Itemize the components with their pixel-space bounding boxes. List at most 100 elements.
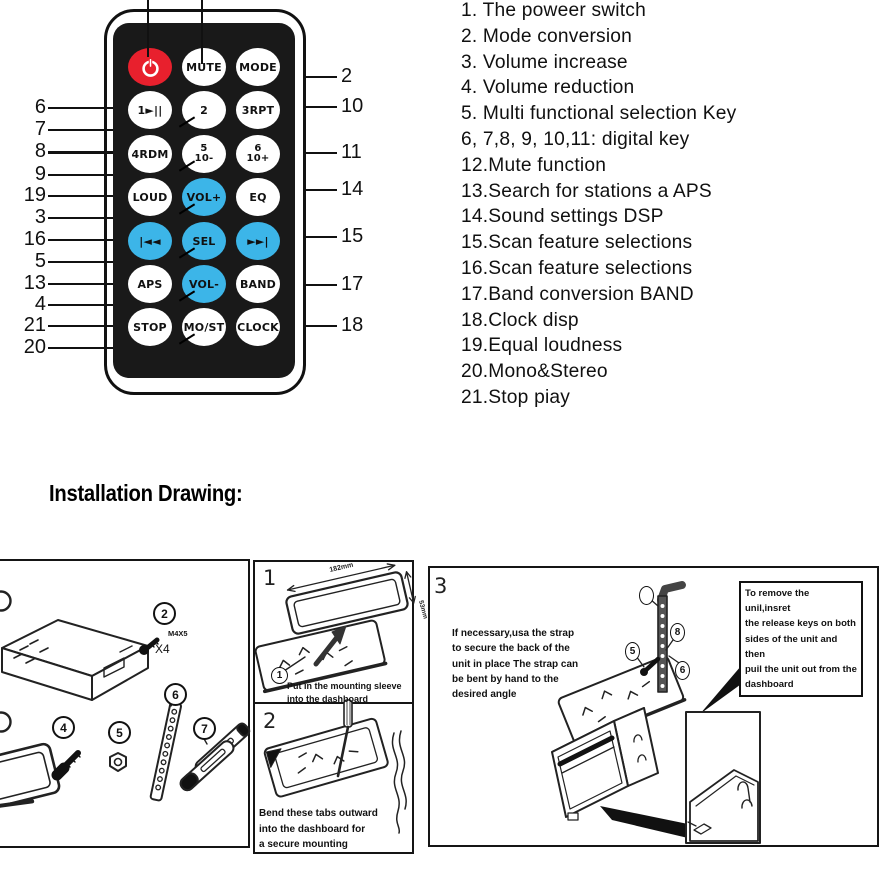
list-item: 20.Mono&Stereo bbox=[461, 361, 608, 383]
callout-line bbox=[48, 151, 113, 154]
inset-detail-drawing bbox=[687, 769, 759, 842]
remote-button-1-play-pause[interactable]: 1►|| bbox=[128, 91, 172, 129]
removal-note-box: To remove the unil,insret the release ke… bbox=[739, 581, 863, 698]
bezel-frame-drawing bbox=[0, 742, 61, 816]
button-label: 4RDM bbox=[131, 147, 169, 161]
screw-qty-label: X4 bbox=[155, 642, 170, 656]
step1-callout-1: 1 bbox=[271, 667, 288, 684]
remote-button-sel[interactable]: SEL bbox=[182, 222, 226, 260]
callout-line bbox=[48, 304, 113, 306]
callout-line bbox=[303, 236, 337, 238]
step2-panel bbox=[253, 702, 414, 854]
parts-panel bbox=[0, 559, 250, 848]
callout-number: 15 bbox=[341, 225, 364, 247]
remote-button-clock[interactable]: CLOCK bbox=[236, 308, 280, 346]
callout-line bbox=[48, 325, 113, 327]
step2-caption: Bend these tabs outward into the dashboa… bbox=[259, 808, 378, 850]
callout-number: 21 bbox=[23, 314, 46, 336]
callout-number: 13 bbox=[23, 272, 46, 294]
button-label: APS bbox=[137, 277, 163, 291]
button-label: 5 10- bbox=[194, 142, 214, 164]
part-callout-5: 5 bbox=[108, 721, 131, 744]
screwdriver-drawing bbox=[336, 699, 353, 778]
callout-line bbox=[303, 106, 337, 108]
cut-callout-circle bbox=[0, 711, 12, 733]
callout-number: 3 bbox=[34, 206, 46, 228]
remote-button-vol-plus[interactable]: VOL+ bbox=[182, 178, 226, 216]
list-item: 16.Scan feature selections bbox=[461, 257, 693, 279]
button-label: MO/ST bbox=[183, 320, 225, 334]
button-label: VOL+ bbox=[186, 190, 222, 204]
button-label: SEL bbox=[192, 234, 216, 248]
step3-callout-5: 5 bbox=[625, 642, 640, 661]
list-item: 21.Stop piay bbox=[461, 386, 571, 408]
strap-drawing bbox=[149, 698, 184, 802]
dim-width-label: 182mm bbox=[329, 562, 354, 574]
callout-line-mute bbox=[201, 0, 203, 64]
dashboard-frame-drawing bbox=[285, 563, 416, 635]
list-item: 18.Clock disp bbox=[461, 309, 579, 331]
callout-number: 9 bbox=[34, 163, 46, 185]
screw-spec-label: M4X5 bbox=[168, 629, 188, 638]
remote-button-4-rdm[interactable]: 4RDM bbox=[128, 135, 172, 173]
remote-button-5-10minus[interactable]: 5 10- bbox=[182, 135, 226, 173]
list-item: 15.Scan feature selections bbox=[461, 232, 693, 254]
callout-number: 7 bbox=[34, 118, 46, 140]
bolt-drawing bbox=[51, 750, 81, 781]
dashboard-profile-drawing bbox=[391, 730, 407, 834]
callout-number: 14 bbox=[341, 178, 364, 200]
list-item: 12.Mute function bbox=[461, 154, 607, 176]
button-label: EQ bbox=[249, 190, 267, 204]
mounting-sleeve-drawing-2 bbox=[263, 717, 389, 798]
list-item: 13.Search for stations a APS bbox=[461, 180, 712, 202]
remote-button-2[interactable]: 2 bbox=[182, 91, 226, 129]
remote-button-3-rpt[interactable]: 3RPT bbox=[236, 91, 280, 129]
callout-number: 4 bbox=[34, 293, 46, 315]
remote-button-previous[interactable]: |◄◄ bbox=[128, 222, 172, 260]
button-label: 2 bbox=[200, 103, 208, 117]
remote-button-next[interactable]: ►►| bbox=[236, 222, 280, 260]
remote-button-aps[interactable]: APS bbox=[128, 265, 172, 303]
list-item: 19.Equal loudness bbox=[461, 335, 623, 357]
remote-button-band[interactable]: BAND bbox=[236, 265, 280, 303]
head-unit-drawing-3 bbox=[551, 707, 659, 821]
button-label: 1►|| bbox=[137, 103, 163, 117]
insert-arrow bbox=[313, 625, 347, 667]
callout-line bbox=[48, 129, 113, 131]
callout-number: 19 bbox=[23, 184, 46, 206]
step3-note: If necessary,usa the strap to secure the… bbox=[452, 628, 579, 701]
step3-callout-6: 6 bbox=[675, 661, 690, 680]
remote-button-vol-minus[interactable]: VOL- bbox=[182, 265, 226, 303]
button-label: CLOCK bbox=[237, 320, 279, 334]
step3-callout-8: 8 bbox=[670, 623, 685, 642]
installation-heading: Installation Drawing: bbox=[49, 480, 243, 506]
step3-number: 3 bbox=[434, 574, 448, 598]
callout-number: 6 bbox=[34, 96, 46, 118]
skip-forward-icon: ►►| bbox=[247, 234, 269, 248]
skip-back-icon: |◄◄ bbox=[139, 234, 161, 248]
remote-button-stop[interactable]: STOP bbox=[128, 308, 172, 346]
remote-button-loud[interactable]: LOUD bbox=[128, 178, 172, 216]
callout-line bbox=[303, 189, 337, 191]
installation-line-art: 182mm 53mm bbox=[0, 562, 766, 844]
step3-callout-top bbox=[639, 586, 654, 605]
callout-number: 2 bbox=[341, 65, 353, 87]
button-label: VOL- bbox=[188, 277, 220, 291]
remote-button-power[interactable] bbox=[128, 48, 172, 86]
list-item: 17.Band conversion BAND bbox=[461, 283, 694, 305]
step3-panel bbox=[428, 566, 879, 847]
list-item: 3. Volume increase bbox=[461, 51, 628, 73]
list-item: 14.Sound settings DSP bbox=[461, 206, 664, 228]
remote-button-mute[interactable]: MUTE bbox=[182, 48, 226, 86]
callout-line bbox=[303, 76, 337, 78]
leader-lines bbox=[635, 598, 680, 668]
remote-button-mode[interactable]: MODE bbox=[236, 48, 280, 86]
remote-button-eq[interactable]: EQ bbox=[236, 178, 280, 216]
list-item: 4. Volume reduction bbox=[461, 77, 635, 99]
callout-line bbox=[48, 347, 113, 349]
head-unit-drawing bbox=[1, 619, 149, 701]
remote-button-mo-st[interactable]: MO/ST bbox=[182, 308, 226, 346]
remote-button-6-10plus[interactable]: 6 10+ bbox=[236, 135, 280, 173]
callout-number: 8 bbox=[34, 140, 46, 162]
